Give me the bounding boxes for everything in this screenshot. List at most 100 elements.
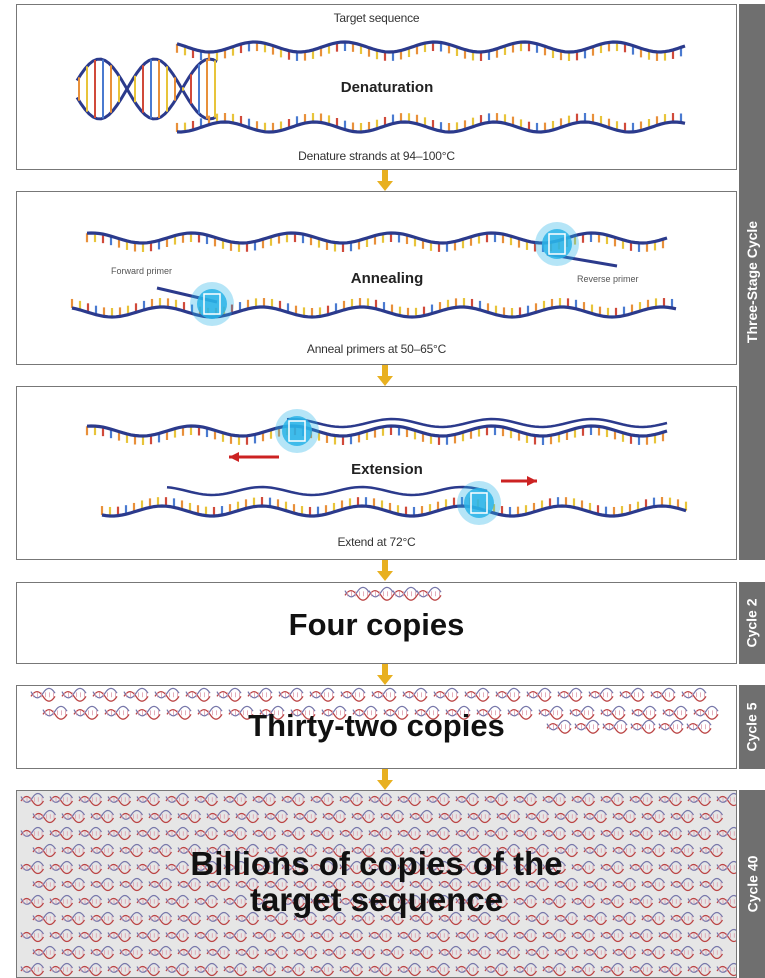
- dna-copy-icon: [526, 947, 549, 959]
- dna-copy-icon: [186, 688, 210, 701]
- dna-copy-icon: [224, 828, 247, 840]
- thirty-two-copies-text: Thirty-two copies: [17, 710, 736, 741]
- dna-copy-icon: [62, 947, 85, 959]
- dna-copy-icon: [398, 964, 421, 976]
- extension-upper-strand: [87, 426, 667, 445]
- dna-copy-icon: [439, 811, 462, 823]
- dna-copy-icon: [108, 828, 131, 840]
- dna-copy-icon: [527, 688, 551, 701]
- dna-copy-icon: [398, 828, 421, 840]
- dna-copy-icon: [311, 930, 334, 942]
- dna-copy-icon: [485, 828, 508, 840]
- dna-copy-icon: [253, 828, 276, 840]
- dna-copy-icon: [79, 930, 102, 942]
- dna-copy-icon: [372, 688, 396, 701]
- dna-copy-icon: [137, 964, 160, 976]
- dna-copy-icon: [31, 688, 55, 701]
- annealing-title: Annealing: [287, 270, 487, 287]
- dna-copy-icon: [340, 828, 363, 840]
- dna-copy-icon: [584, 947, 607, 959]
- dna-copy-icon: [91, 811, 114, 823]
- dna-copy-icon: [700, 811, 723, 823]
- target-sequence-label: Target sequence: [17, 11, 736, 25]
- dna-copy-icon: [572, 930, 595, 942]
- connector-arrow-1: [374, 170, 396, 192]
- four-copies-text: Four copies: [17, 609, 736, 640]
- dna-copy-icon: [236, 947, 259, 959]
- dna-copy-icon: [341, 688, 365, 701]
- dna-copy-icon: [91, 947, 114, 959]
- dna-copy-icon: [340, 964, 363, 976]
- cycle5-panel: Thirty-two copies: [16, 685, 737, 769]
- dna-copy-icon: [700, 947, 723, 959]
- dna-copy-icon: [21, 828, 44, 840]
- dna-copy-icon: [294, 811, 317, 823]
- dna-copy-icon: [427, 828, 450, 840]
- dna-copy-icon: [149, 947, 172, 959]
- dna-copy-icon: [79, 964, 102, 976]
- dna-copy-icon: [514, 930, 537, 942]
- double-helix-left: [77, 59, 217, 119]
- dna-copy-icon: [485, 930, 508, 942]
- dna-copy-icon: [717, 930, 737, 942]
- dna-copy-icon: [601, 930, 624, 942]
- dna-copy-icon: [108, 930, 131, 942]
- cycle40-panel: Billions of copies of the target sequenc…: [16, 790, 737, 978]
- dna-copy-icon: [485, 964, 508, 976]
- dna-copy-icon: [217, 688, 241, 701]
- dna-copy-icon: [149, 811, 172, 823]
- dna-copy-icon: [207, 811, 230, 823]
- dna-copy-icon: [137, 828, 160, 840]
- dna-copy-icon: [224, 794, 247, 806]
- dna-copy-icon: [456, 964, 479, 976]
- dna-copy-icon: [352, 947, 375, 959]
- reverse-primer-label: Reverse primer: [577, 274, 639, 284]
- dna-copy-icon: [659, 964, 682, 976]
- dna-copy-icon: [207, 947, 230, 959]
- dna-copy-icon: [659, 930, 682, 942]
- dna-copy-icon: [543, 964, 566, 976]
- dna-copy-icon: [381, 811, 404, 823]
- dna-copy-icon: [630, 794, 653, 806]
- dna-copy-icon: [282, 828, 305, 840]
- dna-copy-icon: [340, 794, 363, 806]
- dna-copy-icon: [50, 964, 73, 976]
- connector-arrow-3: [374, 560, 396, 582]
- connector-arrow-5: [374, 769, 396, 791]
- dna-copy-icon: [166, 794, 189, 806]
- dna-copy-icon: [543, 930, 566, 942]
- dna-copy-icon: [311, 964, 334, 976]
- dna-copy-icon: [601, 794, 624, 806]
- dna-copy-icon: [427, 964, 450, 976]
- dna-copy-icon: [439, 947, 462, 959]
- billions-copies-line2: target sequence: [17, 883, 736, 916]
- dna-copy-icon: [427, 930, 450, 942]
- dna-copy-icon: [456, 930, 479, 942]
- dna-copy-icon: [124, 688, 148, 701]
- dna-copy-icon: [282, 930, 305, 942]
- dna-copy-icon: [659, 828, 682, 840]
- dna-copy-icon: [345, 587, 369, 600]
- dna-copy-icon: [688, 930, 711, 942]
- cycle40-label: Cycle 40: [744, 856, 760, 913]
- extension-lower-enzyme: [457, 481, 501, 525]
- dna-copy-icon: [50, 828, 73, 840]
- dna-copy-icon: [311, 794, 334, 806]
- dna-copy-icon: [717, 964, 737, 976]
- dna-copy-icon: [155, 688, 179, 701]
- dna-copy-icon: [555, 947, 578, 959]
- dna-copy-icon: [166, 964, 189, 976]
- billions-copies-line1: Billions of copies of the: [17, 847, 736, 880]
- dna-copy-icon: [294, 947, 317, 959]
- extension-direction-arrow-right: [501, 476, 537, 486]
- dna-copy-icon: [613, 811, 636, 823]
- dna-copy-icon: [717, 794, 737, 806]
- denaturation-caption: Denature strands at 94–100°C: [17, 149, 736, 163]
- dna-copy-icon: [410, 811, 433, 823]
- extension-lower-strand: [102, 497, 686, 516]
- dna-copy-icon: [120, 947, 143, 959]
- dna-copy-icon: [369, 587, 393, 600]
- dna-copy-icon: [630, 964, 653, 976]
- annealing-upper-strand: [87, 233, 667, 252]
- dna-copy-icon: [265, 947, 288, 959]
